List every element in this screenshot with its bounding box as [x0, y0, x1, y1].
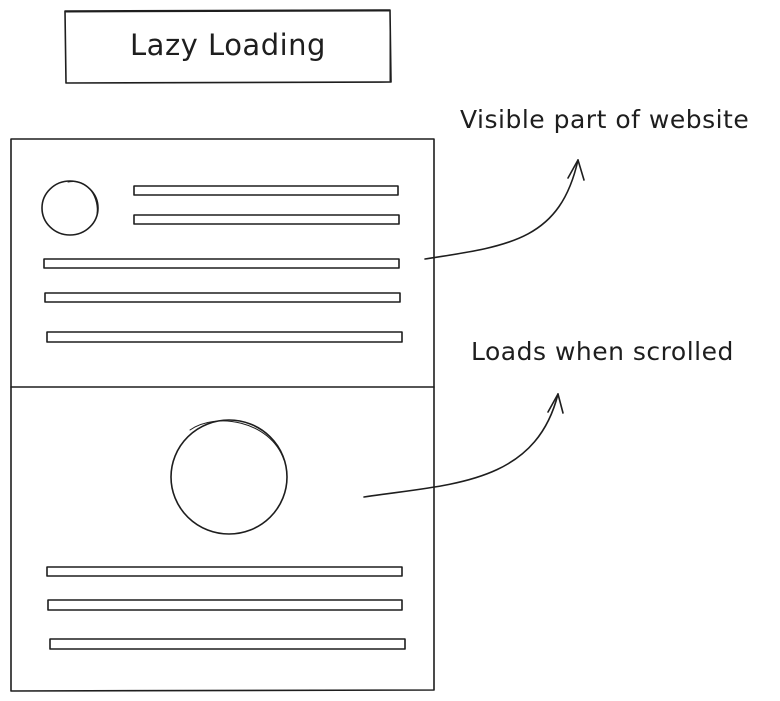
- text-line-placeholder: [133, 185, 399, 196]
- annotation-visible: Visible part of website: [424, 105, 749, 260]
- text-line-placeholder: [46, 566, 403, 577]
- text-line-placeholder: [47, 599, 403, 611]
- text-line-placeholder: [49, 638, 406, 650]
- page-outline: [10, 138, 435, 692]
- avatar-placeholder-small: [41, 180, 99, 236]
- title-box-border: [64, 9, 392, 84]
- title-box-sketch-stroke: [65, 10, 391, 82]
- label-visible-part: Visible part of website: [460, 105, 749, 134]
- annotation-lazy: Loads when scrolled: [363, 337, 734, 498]
- arrow-visible-part: [424, 159, 579, 260]
- arrowhead-icon: [547, 393, 564, 414]
- text-line-placeholder: [44, 292, 401, 303]
- avatar-sketch-stroke: [67, 181, 98, 215]
- arrow-loads-when-scrolled: [363, 393, 559, 498]
- title-box: Lazy Loading: [64, 9, 392, 84]
- label-loads-when-scrolled: Loads when scrolled: [471, 337, 734, 366]
- website-page: [10, 138, 435, 692]
- arrowhead-icon: [567, 159, 585, 181]
- visible-section: [41, 180, 403, 343]
- diagram-title: Lazy Loading: [130, 28, 326, 62]
- text-line-placeholder: [43, 258, 400, 269]
- image-sketch-stroke: [189, 420, 285, 461]
- image-placeholder-large: [170, 419, 288, 535]
- text-line-placeholder: [46, 331, 403, 343]
- text-line-placeholder: [133, 214, 400, 225]
- lazy-section: [46, 419, 406, 650]
